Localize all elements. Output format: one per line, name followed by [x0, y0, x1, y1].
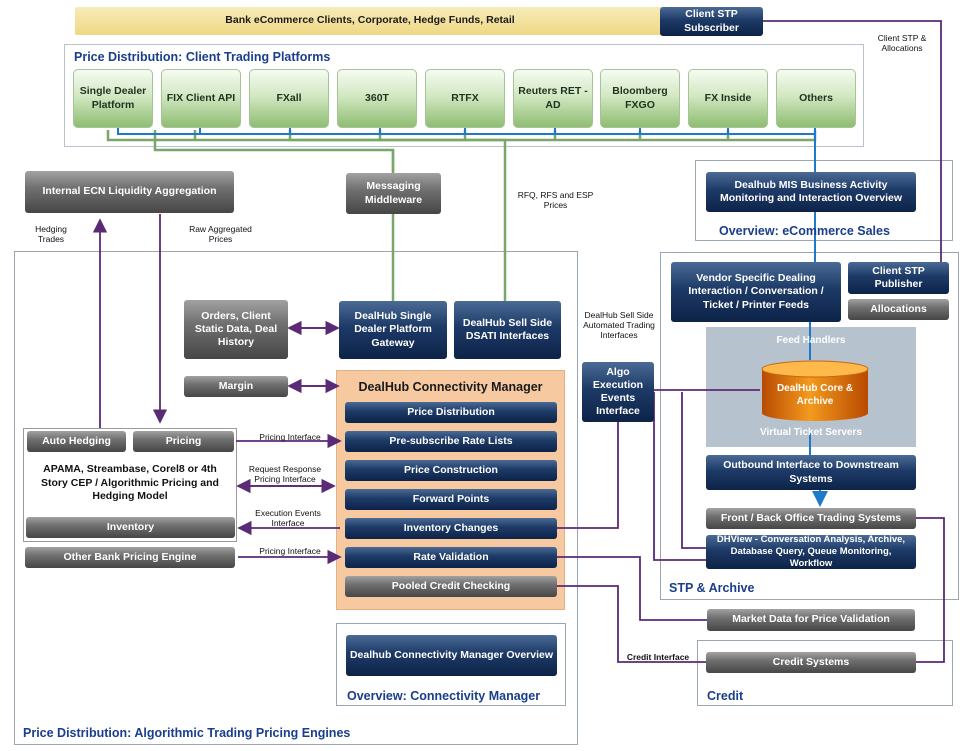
auto-hedging-box[interactable]: Auto Hedging — [27, 431, 126, 452]
module-price-distribution[interactable]: Price Distribution — [345, 402, 557, 423]
raw-prices-note: Raw Aggregated Prices — [189, 224, 252, 245]
credit-region — [697, 640, 953, 706]
ecommerce-sales-region — [695, 160, 953, 241]
connectivity-overview-title: Overview: Connectivity Manager — [347, 689, 541, 703]
messaging-middleware-box[interactable]: Messaging Middleware — [346, 173, 441, 214]
platform-fix-client-api[interactable]: FIX Client API — [161, 69, 241, 128]
platform-single-dealer[interactable]: Single Dealer Platform — [73, 69, 153, 128]
cep-description: APAMA, Streambase, Corel8 or 4th Story C… — [41, 463, 219, 503]
inventory-box[interactable]: Inventory — [26, 517, 235, 538]
rfq-note: RFQ, RFS and ESP Prices — [517, 190, 594, 211]
connectivity-manager-title: DealHub Connectivity Manager — [358, 380, 543, 394]
client-stp-subscriber-box[interactable]: Client STP Subscriber — [660, 7, 763, 36]
other-bank-engine-box[interactable]: Other Bank Pricing Engine — [25, 547, 235, 568]
client-stp-publisher-box[interactable]: Client STP Publisher — [848, 262, 949, 294]
outbound-interface-box[interactable]: Outbound Interface to Downstream Systems — [706, 455, 916, 490]
sell-side-note: DealHub Sell Side Automated Trading Inte… — [583, 310, 655, 341]
module-inventory-changes[interactable]: Inventory Changes — [345, 518, 557, 539]
virtual-ticket-label: Virtual Ticket Servers — [760, 427, 862, 438]
pricing-box[interactable]: Pricing — [133, 431, 234, 452]
algo-engines-title: Price Distribution: Algorithmic Trading … — [23, 726, 351, 740]
market-data-box[interactable]: Market Data for Price Validation — [707, 609, 915, 631]
module-rate-validation[interactable]: Rate Validation — [345, 547, 557, 568]
client-platforms-region — [64, 44, 864, 147]
stp-archive-title: STP & Archive — [669, 581, 755, 595]
sdp-gateway-box[interactable]: DealHub Single Dealer Platform Gateway — [339, 301, 447, 359]
dhview-box[interactable]: DHView - Conversation Analysis, Archive,… — [706, 534, 916, 569]
module-pre-subscribe[interactable]: Pre-subscribe Rate Lists — [345, 431, 557, 452]
algo-execution-box[interactable]: Algo Execution Events Interface — [582, 362, 654, 422]
platform-others[interactable]: Others — [776, 69, 856, 128]
front-back-office-box[interactable]: Front / Back Office Trading Systems — [706, 508, 916, 529]
connectivity-overview-region — [336, 623, 566, 706]
credit-systems-box[interactable]: Credit Systems — [706, 652, 916, 673]
hedging-trades-note: Hedging Trades — [35, 224, 67, 245]
allocations-box[interactable]: Allocations — [848, 299, 949, 320]
internal-ecn-box[interactable]: Internal ECN Liquidity Aggregation — [25, 171, 234, 213]
pricing-interface-note-1: Pricing Interface — [259, 432, 321, 442]
module-price-construction[interactable]: Price Construction — [345, 460, 557, 481]
client-stp-allocations-note: Client STP & Allocations — [877, 33, 927, 54]
vendor-feeds-box[interactable]: Vendor Specific Dealing Interaction / Co… — [671, 262, 841, 322]
credit-title: Credit — [707, 689, 744, 703]
execution-events-note: Execution Events Interface — [255, 508, 321, 529]
dsati-interfaces-box[interactable]: DealHub Sell Side DSATI Interfaces — [454, 301, 561, 359]
ecommerce-sales-title: Overview: eCommerce Sales — [719, 224, 890, 238]
platform-bloomberg[interactable]: Bloomberg FXGO — [600, 69, 680, 128]
orders-static-box[interactable]: Orders, Client Static Data, Deal History — [184, 300, 288, 359]
pricing-interface-note-2: Pricing Interface — [259, 546, 321, 556]
request-response-note: Request Response Pricing Interface — [248, 464, 322, 485]
algo-engines-region — [14, 251, 578, 745]
platform-fx-inside[interactable]: FX Inside — [688, 69, 768, 128]
client-platforms-title: Price Distribution: Client Trading Platf… — [74, 50, 331, 64]
platform-360t[interactable]: 360T — [337, 69, 417, 128]
core-archive-database-icon[interactable] — [760, 360, 870, 422]
platform-rtfx[interactable]: RTFX — [425, 69, 505, 128]
margin-box[interactable]: Margin — [184, 376, 288, 397]
connectivity-overview-box[interactable]: Dealhub Connectivity Manager Overview — [346, 635, 557, 676]
module-forward-points[interactable]: Forward Points — [345, 489, 557, 510]
stp-archive-region — [660, 252, 959, 600]
top-banner: Bank eCommerce Clients, Corporate, Hedge… — [75, 7, 665, 35]
mis-monitoring-box[interactable]: Dealhub MIS Business Activity Monitoring… — [706, 172, 916, 212]
module-pooled-credit[interactable]: Pooled Credit Checking — [345, 576, 557, 597]
feed-handlers-label: Feed Handlers — [776, 335, 846, 346]
credit-interface-note: Credit Interface — [626, 652, 690, 662]
platform-reuters[interactable]: Reuters RET -AD — [513, 69, 593, 128]
core-archive-label: DealHub Core & Archive — [776, 383, 854, 407]
platform-fxall[interactable]: FXall — [249, 69, 329, 128]
